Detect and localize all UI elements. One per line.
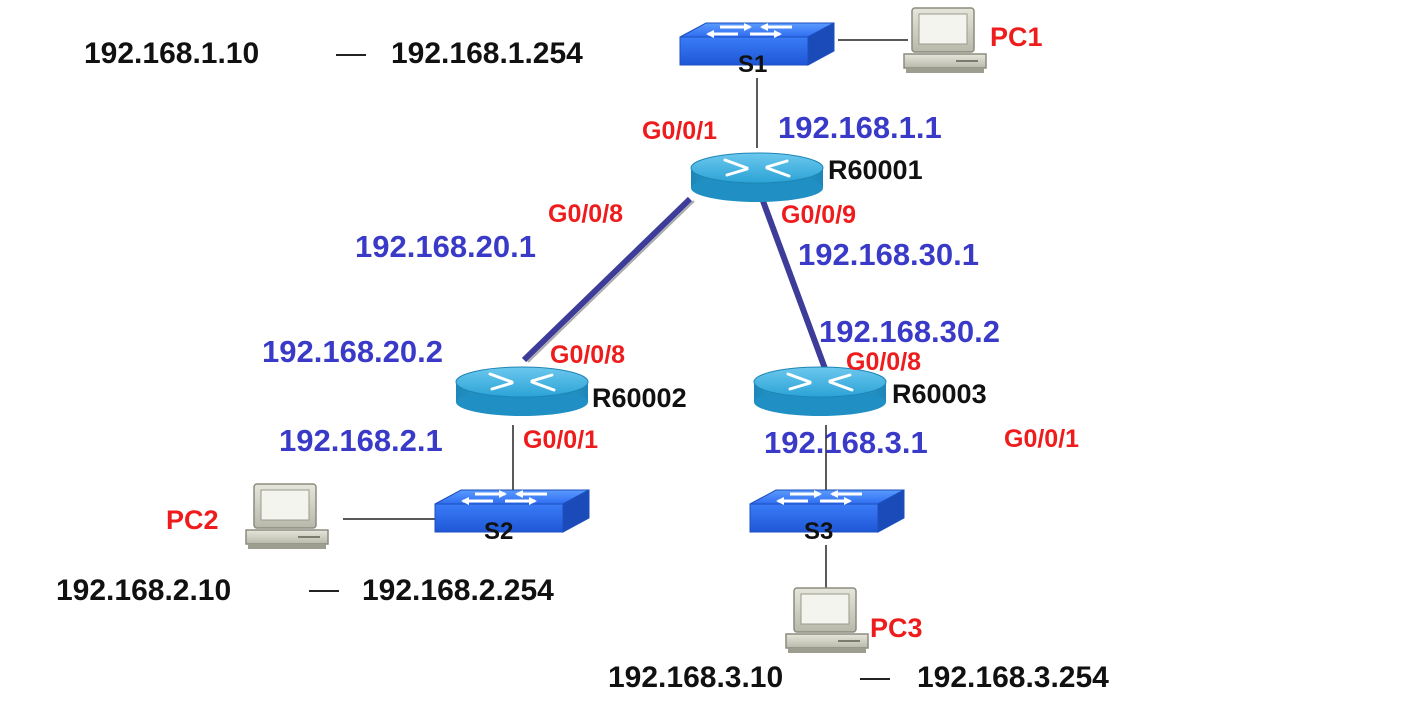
- lan3-range-end: 192.168.3.254: [917, 661, 1109, 694]
- link-r60001-r60002-highlight: [527, 200, 695, 363]
- lan1-range-end: 192.168.1.254: [391, 37, 583, 70]
- r60003-g008-ip: 192.168.30.2: [819, 314, 1001, 349]
- r60003-g001-port: G0/0/1: [1004, 425, 1080, 453]
- r60001-g009-ip: 192.168.30.1: [798, 237, 980, 272]
- pc1-icon[interactable]: [903, 7, 987, 74]
- r60002-g001-port: G0/0/1: [523, 426, 599, 454]
- router-r60002-label: R60002: [592, 383, 687, 413]
- pc3-icon[interactable]: [785, 587, 869, 654]
- r60001-g008-ip: 192.168.20.1: [355, 229, 537, 264]
- r60001-g009-port: G0/0/9: [781, 201, 857, 229]
- lan1-range-start: 192.168.1.10: [84, 37, 260, 70]
- switch-s2-label: S2: [484, 518, 514, 545]
- r60001-g001-port: G0/0/1: [642, 117, 718, 145]
- r60001-g008-port: G0/0/8: [548, 200, 624, 228]
- r60002-g001-ip: 192.168.2.1: [279, 423, 443, 458]
- r60002-g008-ip: 192.168.20.2: [262, 334, 444, 369]
- router-r60003-label: R60003: [892, 379, 987, 409]
- pc1-label: PC1: [990, 22, 1043, 52]
- lan2-range-start: 192.168.2.10: [56, 574, 232, 607]
- switch-s3-label: S3: [804, 518, 834, 545]
- r60003-g001-ip: 192.168.3.1: [764, 425, 928, 460]
- switch-s1-label: S1: [738, 51, 768, 78]
- r60002-g008-port: G0/0/8: [550, 341, 626, 369]
- router-r60001-label: R60001: [828, 155, 923, 185]
- lan2-range-end: 192.168.2.254: [362, 574, 554, 607]
- pc3-label: PC3: [870, 613, 923, 643]
- router-r60002-icon[interactable]: [454, 365, 590, 418]
- router-r60001-icon[interactable]: [689, 151, 825, 204]
- lan3-range-start: 192.168.3.10: [608, 661, 784, 694]
- r60001-g001-ip: 192.168.1.1: [778, 110, 942, 145]
- pc2-label: PC2: [166, 505, 219, 535]
- link-r60001-r60002: [521, 196, 693, 363]
- link-r60001-r60003: [760, 199, 830, 376]
- pc2-icon[interactable]: [245, 483, 329, 550]
- r60003-g008-port: G0/0/8: [846, 348, 922, 376]
